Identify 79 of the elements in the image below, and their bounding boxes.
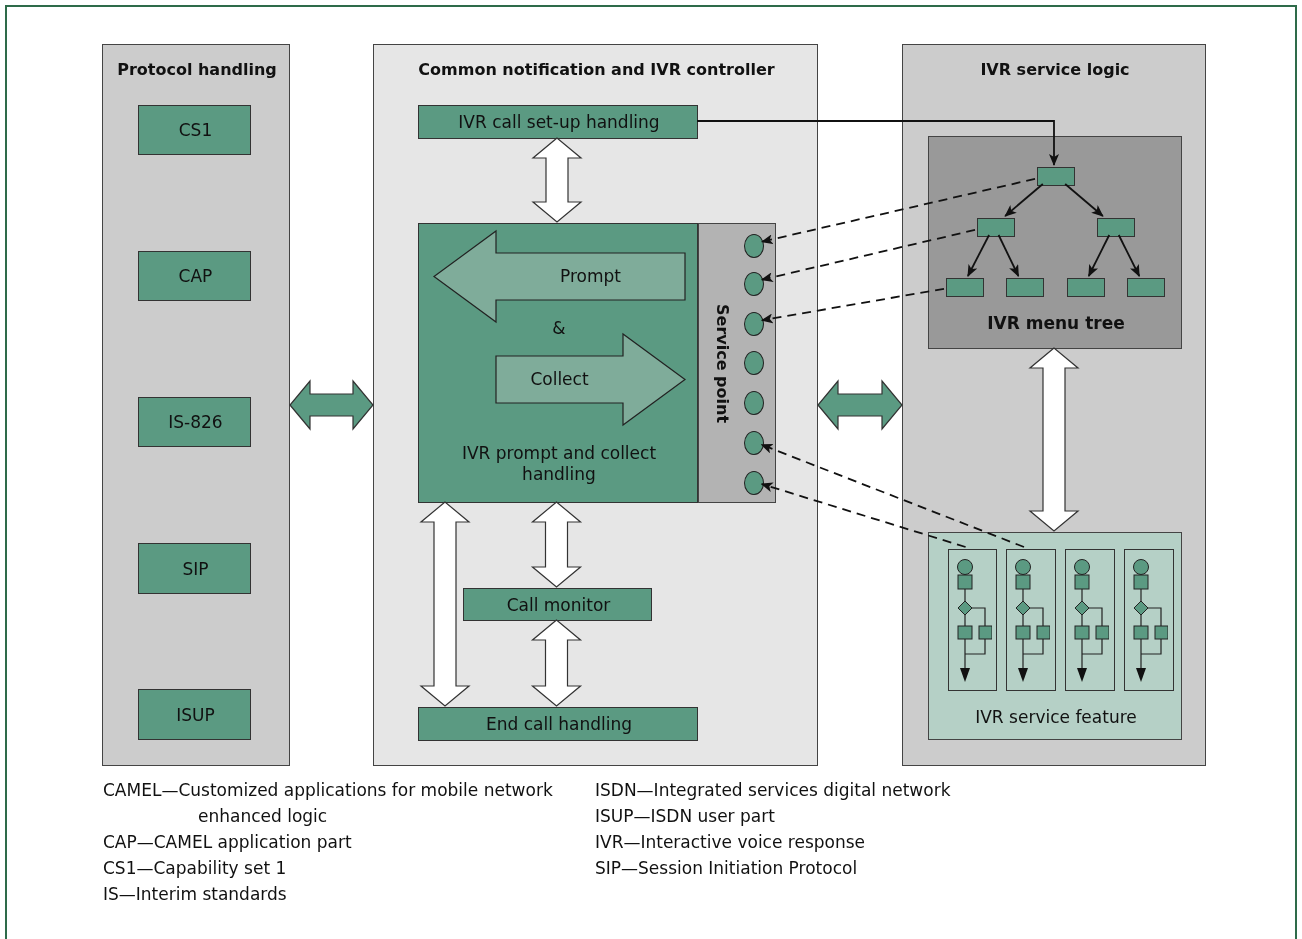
dashed-arrow [760, 287, 945, 324]
panel-title: IVR menu tree [986, 312, 1126, 336]
process-box [463, 588, 652, 621]
service-point-oval [744, 431, 764, 455]
dashed-arrow [760, 482, 967, 548]
group-panel [928, 532, 1182, 740]
group-panel [928, 136, 1182, 349]
process-box [138, 251, 251, 301]
box-label: IVR prompt and collect handling [460, 441, 658, 486]
service-point-oval [744, 312, 764, 336]
double-block-arrow [531, 137, 583, 223]
arrow [1064, 183, 1104, 217]
menu-item-box [1006, 278, 1044, 297]
dashed-arrow [760, 177, 1036, 245]
box-label: Prompt [559, 264, 622, 288]
glossary-entry: ISUP—ISDN user part [595, 805, 776, 828]
box-label: IVR call set-up handling [457, 111, 661, 135]
service-point-panel [698, 223, 776, 503]
process-box [138, 543, 251, 594]
column-title: Common notification and IVR controller [417, 59, 776, 81]
arrow [997, 234, 1020, 277]
box-label: IS-826 [167, 411, 224, 435]
process-box [138, 105, 251, 155]
process-box [418, 707, 698, 741]
menu-item-box [977, 218, 1015, 237]
service-point-oval [744, 272, 764, 296]
arrow [696, 120, 1059, 166]
arrow [967, 234, 990, 277]
box-label: SIP [181, 557, 210, 581]
double-block-arrow [817, 379, 903, 431]
service-point-oval [744, 471, 764, 495]
dashed-arrow [760, 229, 976, 283]
double-block-arrow [530, 619, 583, 707]
flow-column [948, 549, 997, 691]
process-box [418, 223, 698, 503]
flow-column [1006, 549, 1056, 691]
column-panel [102, 44, 290, 766]
service-point-oval [744, 391, 764, 415]
menu-item-box [1097, 218, 1135, 237]
column-panel [373, 44, 818, 766]
box-label: CAP [177, 265, 214, 289]
glossary-entry: SIP—Session Initiation Protocol [595, 857, 859, 880]
flow-column [1065, 549, 1115, 691]
menu-item-box [1067, 278, 1105, 297]
service-point-oval [744, 351, 764, 375]
box-label: CS1 [177, 119, 214, 143]
glossary-entry: CAMEL—Customized applications for mobile network enhanced logic [103, 779, 553, 828]
prompt-arrow [434, 231, 685, 322]
box-label: End call handling [484, 713, 634, 737]
box-label: Service point [712, 303, 733, 426]
double-block-arrow [419, 501, 471, 707]
box-label: Collect [529, 367, 590, 391]
column-title: Protocol handling [116, 59, 278, 81]
double-block-arrow [1028, 347, 1080, 532]
menu-item-box [1037, 167, 1075, 186]
process-box [138, 689, 251, 740]
box-label: Call monitor [505, 593, 612, 617]
arrow [1117, 234, 1141, 277]
double-block-arrow [530, 501, 583, 588]
process-box [138, 397, 251, 447]
box-label: IVR service feature [974, 706, 1138, 730]
glossary-entry: ISDN—Integrated services digital network [595, 779, 952, 802]
arrow [1004, 183, 1044, 217]
glossary-entry: IS—Interim standards [103, 883, 288, 906]
double-block-arrow [289, 379, 374, 431]
glossary-entry: CS1—Capability set 1 [103, 857, 288, 880]
column-title: IVR service logic [979, 59, 1131, 81]
box-label: ISUP [175, 703, 216, 727]
flow-column [1124, 549, 1174, 691]
menu-item-box [946, 278, 984, 297]
ampersand-label: & [551, 317, 567, 341]
process-box [418, 105, 698, 139]
service-point-oval [744, 234, 764, 258]
column-panel [902, 44, 1206, 766]
menu-item-box [1127, 278, 1165, 297]
glossary-entry: CAP—CAMEL application part [103, 831, 353, 854]
arrow [1087, 234, 1111, 277]
glossary-entry: IVR—Interactive voice response [595, 831, 867, 854]
collect-arrow [496, 334, 685, 425]
